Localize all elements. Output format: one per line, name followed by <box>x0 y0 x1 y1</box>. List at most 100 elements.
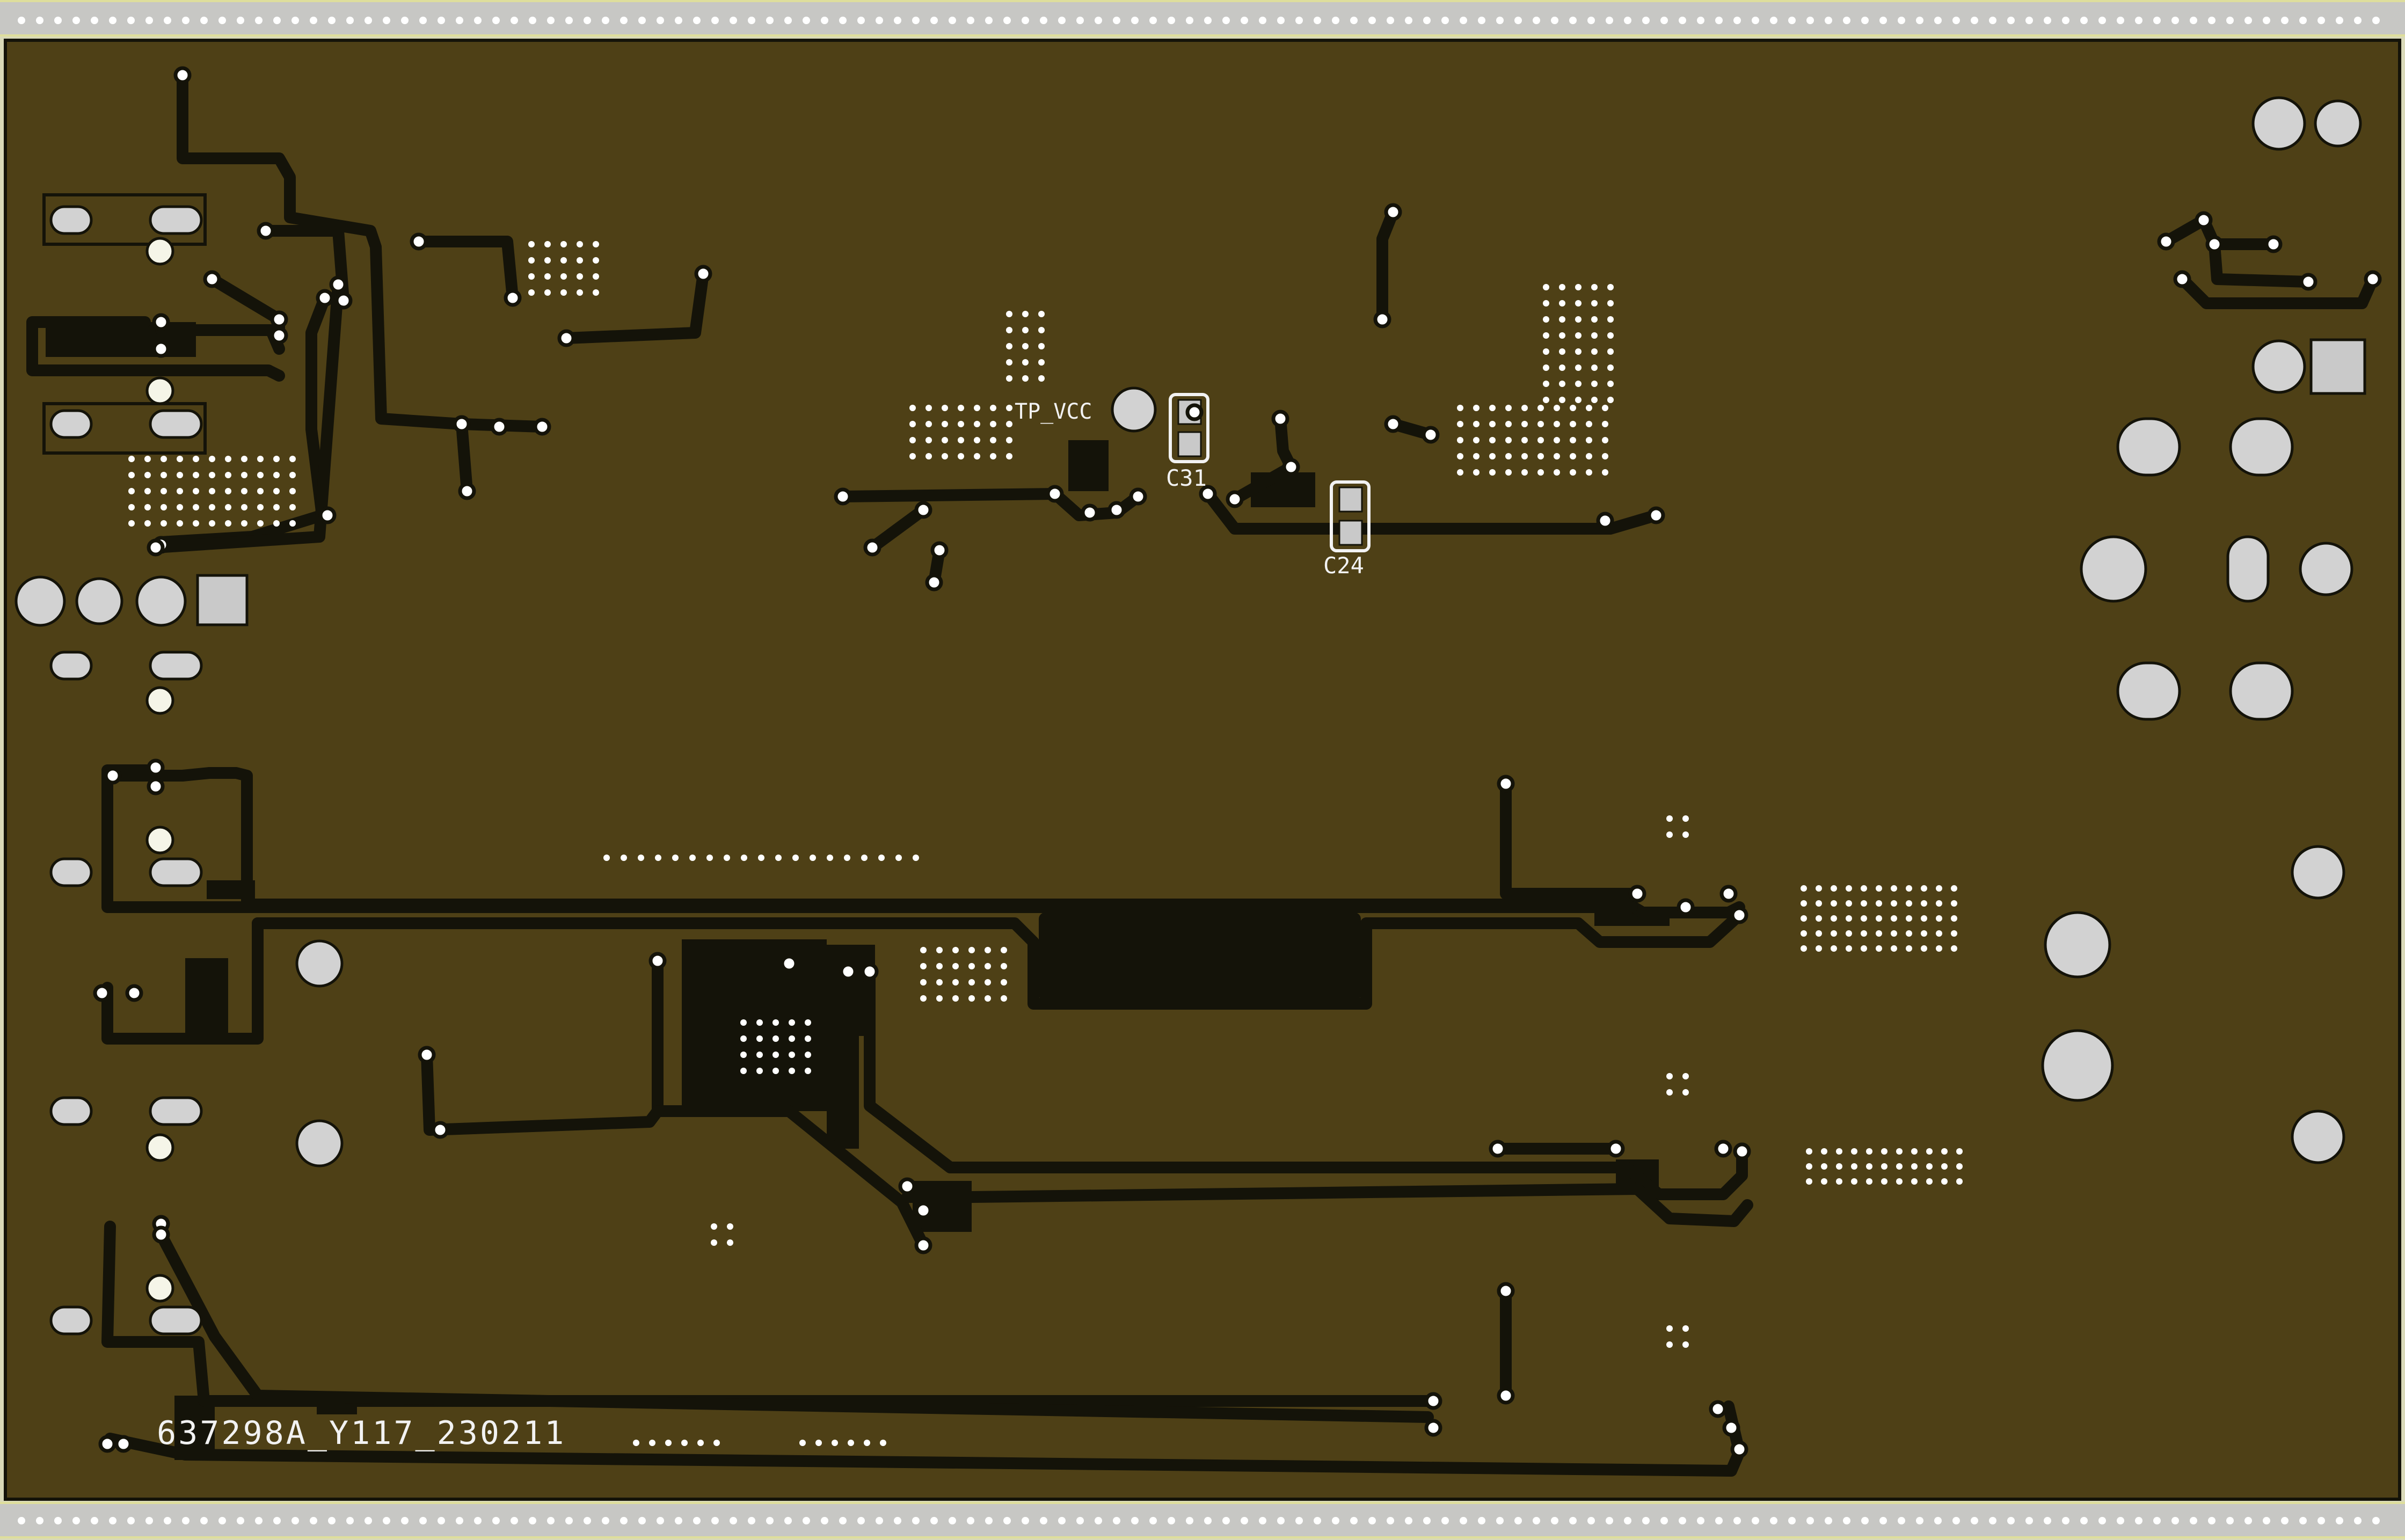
via <box>1801 930 1807 937</box>
rail-hole <box>237 17 244 24</box>
via <box>289 456 296 462</box>
via <box>1575 397 1582 403</box>
via <box>2364 270 2382 288</box>
via <box>958 453 964 459</box>
via <box>1570 421 1576 427</box>
via <box>740 1068 747 1074</box>
via <box>544 241 551 247</box>
via <box>431 1121 449 1139</box>
via <box>665 1440 672 1446</box>
bottom-breakaway-rail <box>0 1502 2405 1538</box>
rail-hole <box>1149 1517 1157 1524</box>
rail-hole <box>857 17 865 24</box>
rail-hole <box>2007 17 2015 24</box>
via <box>458 482 476 500</box>
via <box>1001 947 1007 953</box>
rail-hole <box>1715 1517 1723 1524</box>
via <box>1896 1178 1903 1185</box>
via <box>1424 1392 1442 1410</box>
rail-hole <box>1898 1517 1905 1524</box>
rail-hole <box>2044 17 2051 24</box>
via <box>593 273 599 280</box>
via <box>1876 915 1882 922</box>
copper-traces <box>26 69 2379 1477</box>
via <box>1607 316 1614 323</box>
via <box>1801 945 1807 952</box>
via <box>161 456 167 462</box>
rail-hole <box>1971 1517 1978 1524</box>
rail-hole <box>127 1517 135 1524</box>
via <box>257 520 264 527</box>
via <box>713 1440 720 1446</box>
via <box>1038 359 1045 366</box>
rail-hole <box>1332 17 1339 24</box>
via <box>1709 1400 1727 1418</box>
rail-hole <box>1113 17 1120 24</box>
via <box>1628 885 1646 903</box>
via <box>93 984 111 1002</box>
rail-hole <box>1934 17 1942 24</box>
via <box>805 1068 811 1074</box>
rail-hole <box>1277 1517 1285 1524</box>
rail-hole <box>2153 1517 2161 1524</box>
via <box>974 405 980 411</box>
via <box>1559 364 1565 371</box>
via <box>772 1068 779 1074</box>
via <box>1846 930 1852 937</box>
rail-hole <box>784 17 792 24</box>
rail-hole <box>2025 1517 2033 1524</box>
rail-hole <box>2098 1517 2106 1524</box>
rail-hole <box>401 17 409 24</box>
via <box>128 472 135 478</box>
via <box>1836 1178 1842 1185</box>
via <box>930 541 949 559</box>
via <box>1505 469 1512 476</box>
via <box>1505 437 1512 443</box>
rail-hole <box>474 17 482 24</box>
via <box>1473 453 1480 459</box>
rail-hole <box>1606 17 1613 24</box>
via <box>1226 490 1244 508</box>
via <box>1936 885 1942 892</box>
rail-hole <box>255 17 263 24</box>
via <box>863 538 881 557</box>
via <box>1851 1178 1857 1185</box>
via <box>1831 930 1837 937</box>
via <box>942 437 948 443</box>
via <box>257 488 264 494</box>
via <box>936 947 943 953</box>
via <box>2205 235 2224 253</box>
via <box>1951 885 1957 892</box>
rail-hole <box>2299 1517 2307 1524</box>
via <box>898 1177 916 1195</box>
via <box>925 405 932 411</box>
via <box>2173 270 2191 288</box>
rail-hole <box>2281 1517 2289 1524</box>
via <box>1801 900 1807 907</box>
via <box>1473 437 1480 443</box>
via <box>942 453 948 459</box>
via <box>1607 300 1614 306</box>
via <box>909 421 916 427</box>
rail-hole <box>1368 17 1376 24</box>
rail-hole <box>930 17 938 24</box>
via <box>815 1440 822 1446</box>
via <box>958 405 964 411</box>
rail-hole <box>346 1517 354 1524</box>
rail-hole <box>109 1517 116 1524</box>
rail-hole <box>18 1517 25 1524</box>
rail-hole <box>748 1517 755 1524</box>
via <box>1941 1148 1948 1155</box>
rail-hole <box>237 1517 244 1524</box>
via <box>1861 915 1867 922</box>
rail-hole <box>1697 1517 1704 1524</box>
via <box>1801 885 1807 892</box>
via <box>1821 1178 1827 1185</box>
via <box>1001 963 1007 969</box>
rail-hole <box>1533 1517 1540 1524</box>
rail-hole <box>1660 17 1668 24</box>
via <box>952 995 959 1002</box>
rail-hole <box>145 1517 153 1524</box>
rail-hole <box>2190 1517 2197 1524</box>
via <box>1006 453 1012 459</box>
